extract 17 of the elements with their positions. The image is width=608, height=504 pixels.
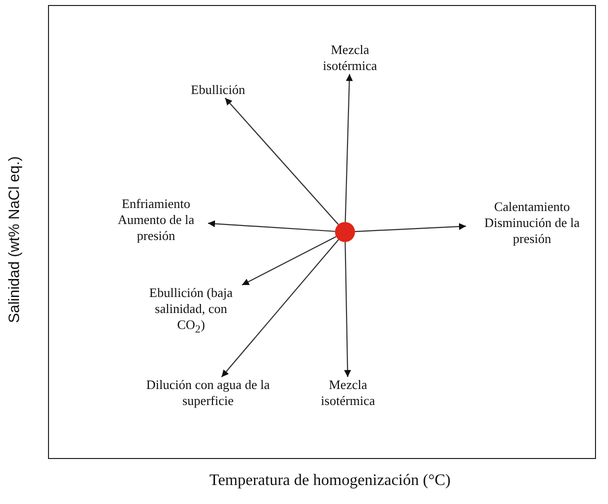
process-label: Ebullición bbox=[180, 82, 256, 98]
process-label: Enfriamiento Aumento de la presión bbox=[104, 196, 208, 244]
axis-title: Temperatura de homogenización (°C) bbox=[208, 472, 452, 490]
process-label: Mezcla isotérmica bbox=[312, 42, 388, 74]
arrow bbox=[354, 223, 466, 232]
process-label: Mezcla isotérmica bbox=[310, 377, 386, 409]
axis-title: Salinidad (wt% NaCl eq.) bbox=[6, 156, 24, 326]
arrow bbox=[344, 74, 353, 222]
arrow bbox=[208, 220, 336, 232]
arrow bbox=[242, 236, 336, 286]
process-label: Dilución con agua de la superficie bbox=[138, 377, 278, 409]
process-label: Calentamiento Disminución de la presión bbox=[466, 199, 598, 247]
arrow bbox=[344, 242, 352, 377]
arrow bbox=[221, 239, 339, 378]
marker-dot bbox=[335, 222, 355, 242]
process-label: Ebullición (baja salinidad, con CO$_{2}$) bbox=[140, 285, 242, 338]
arrow bbox=[224, 98, 339, 225]
